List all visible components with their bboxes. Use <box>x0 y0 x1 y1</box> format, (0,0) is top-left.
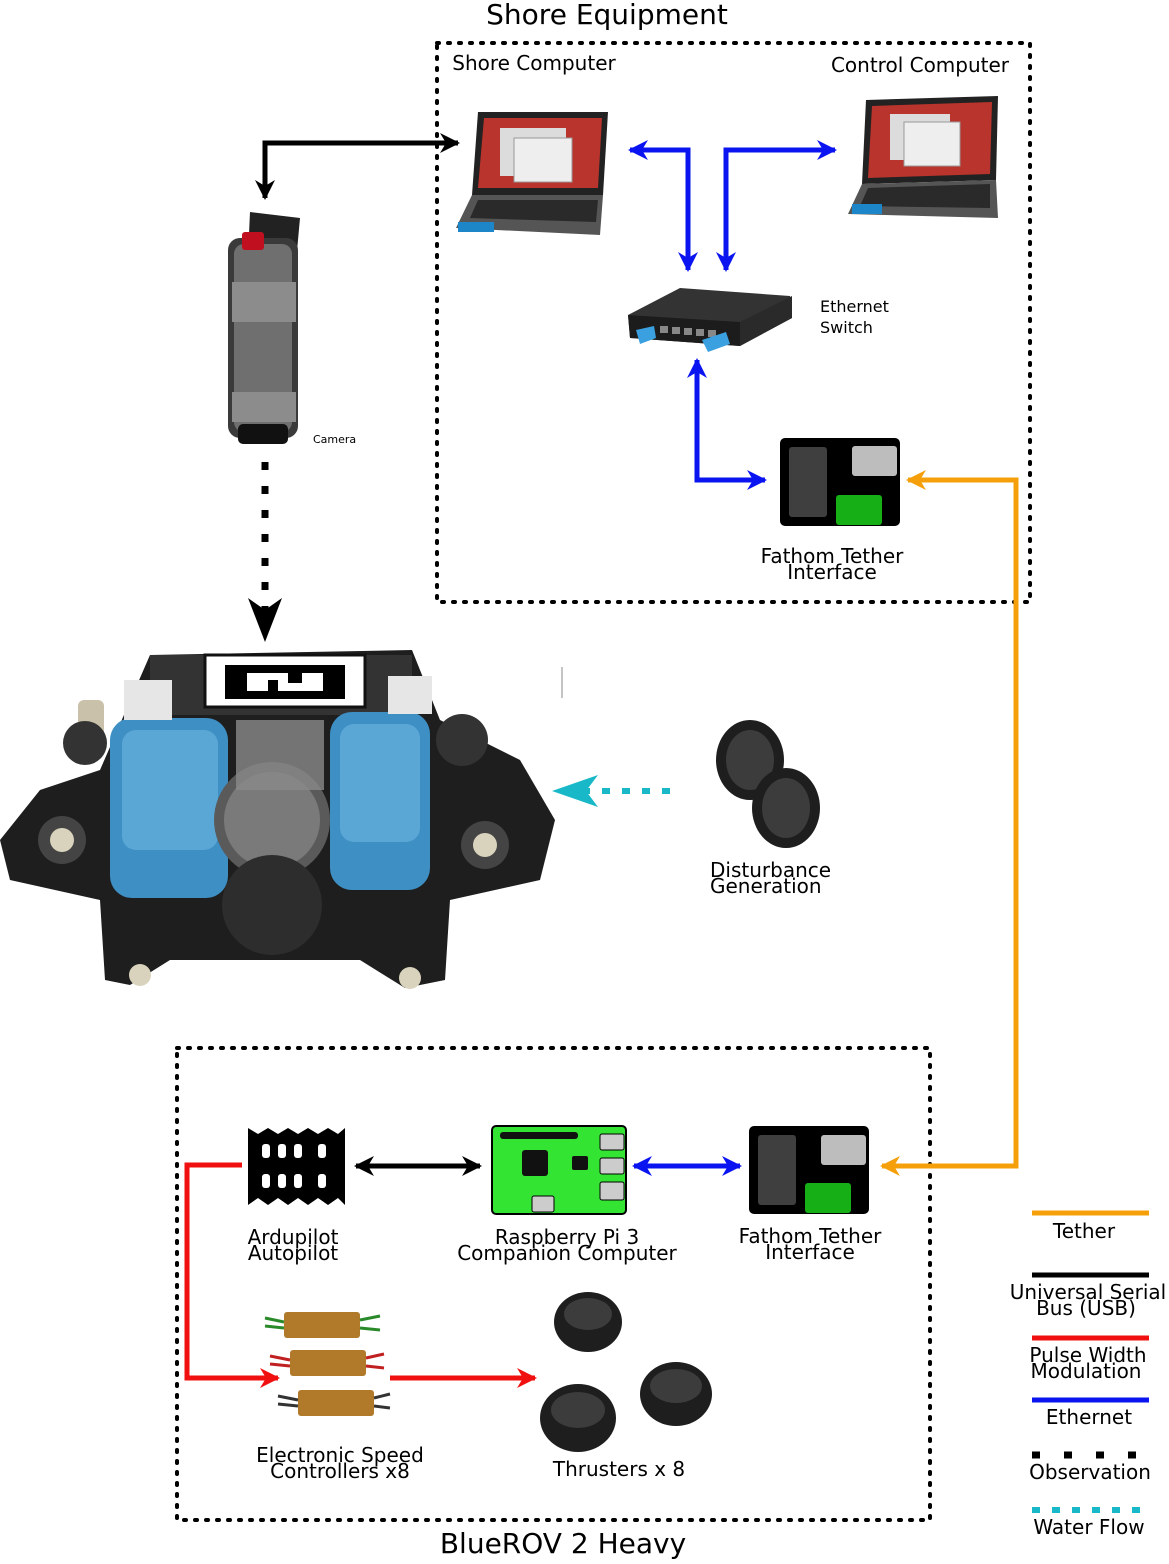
esc-icon <box>264 1312 391 1416</box>
ethernet-switch-label-line2: Switch <box>820 318 873 337</box>
tether-link <box>880 470 1019 1176</box>
disturbance-thrusters-icon <box>716 720 820 848</box>
legend-water-label: Water Flow <box>1033 1515 1144 1539</box>
bluerov-box <box>175 1046 932 1522</box>
raspberry-pi-label-line1: Raspberry Pi 3 <box>495 1225 639 1249</box>
camera-label: Camera <box>313 433 356 446</box>
bluerov-title: BlueROV 2 Heavy <box>440 1527 686 1560</box>
raspberry-pi-icon <box>491 1125 627 1215</box>
ethernet-links <box>628 140 837 490</box>
legend-pwm-label-line2: Modulation <box>1031 1359 1142 1383</box>
ethernet-link-shore-to-switch <box>628 140 698 272</box>
ethernet-switch-label-line1: Ethernet <box>820 297 889 316</box>
control-laptop-icon <box>848 96 998 218</box>
legend-usb-label-line2: Bus (USB) <box>1036 1296 1136 1320</box>
rov-tether-label-line2: Interface <box>765 1240 855 1264</box>
rov-tether-interface-icon <box>749 1126 869 1214</box>
ethernet-link-switch-to-control <box>716 140 837 272</box>
autopilot-icon <box>248 1128 345 1205</box>
thrusters-label: Thrusters x 8 <box>552 1457 685 1481</box>
disturbance-label-line2: Generation <box>710 874 822 898</box>
shore-tether-interface-icon <box>780 438 900 526</box>
control-computer-label: Control Computer <box>831 53 1010 77</box>
legend-pwm-label-line1: Pulse Width <box>1029 1343 1146 1367</box>
shore-tether-label-line2: Interface <box>787 560 877 584</box>
shore-equipment-box <box>435 41 1032 604</box>
legend-ethernet-label: Ethernet <box>1046 1405 1132 1429</box>
autopilot-label-line1: Ardupilot <box>248 1225 339 1249</box>
legend-observation-label: Observation <box>1029 1460 1151 1484</box>
esc-label-line2: Controllers x8 <box>270 1459 410 1483</box>
observation-arrowhead <box>248 598 282 642</box>
thrusters-icon <box>540 1292 712 1452</box>
bluerov-vehicle-image <box>0 650 555 989</box>
esc-label-line1: Electronic Speed <box>256 1443 424 1467</box>
autopilot-label-line2: Autopilot <box>248 1241 338 1265</box>
ethernet-link-switch-to-tether <box>687 358 767 490</box>
raspberry-pi-label-line2: Companion Computer <box>457 1241 677 1265</box>
legend-tether-label: Tether <box>1052 1219 1116 1243</box>
usb-link-camera-shore <box>255 133 460 200</box>
rov-tether-label-line1: Fathom Tether <box>739 1224 882 1248</box>
legend-usb-label-line1: Universal Serial <box>1010 1280 1166 1304</box>
disturbance-label-line1: Disturbance <box>710 858 831 882</box>
camera-icon <box>228 212 300 444</box>
shore-equipment-title: Shore Equipment <box>486 0 728 31</box>
legend: Tether Universal Serial Bus (USB) Pulse … <box>1010 1210 1166 1539</box>
water-flow-arrowhead <box>552 775 598 807</box>
shore-laptop-icon <box>456 112 608 235</box>
shore-computer-label: Shore Computer <box>452 51 616 75</box>
pwm-link-autopilot-esc <box>184 1162 280 1388</box>
ethernet-switch-icon <box>628 288 792 352</box>
